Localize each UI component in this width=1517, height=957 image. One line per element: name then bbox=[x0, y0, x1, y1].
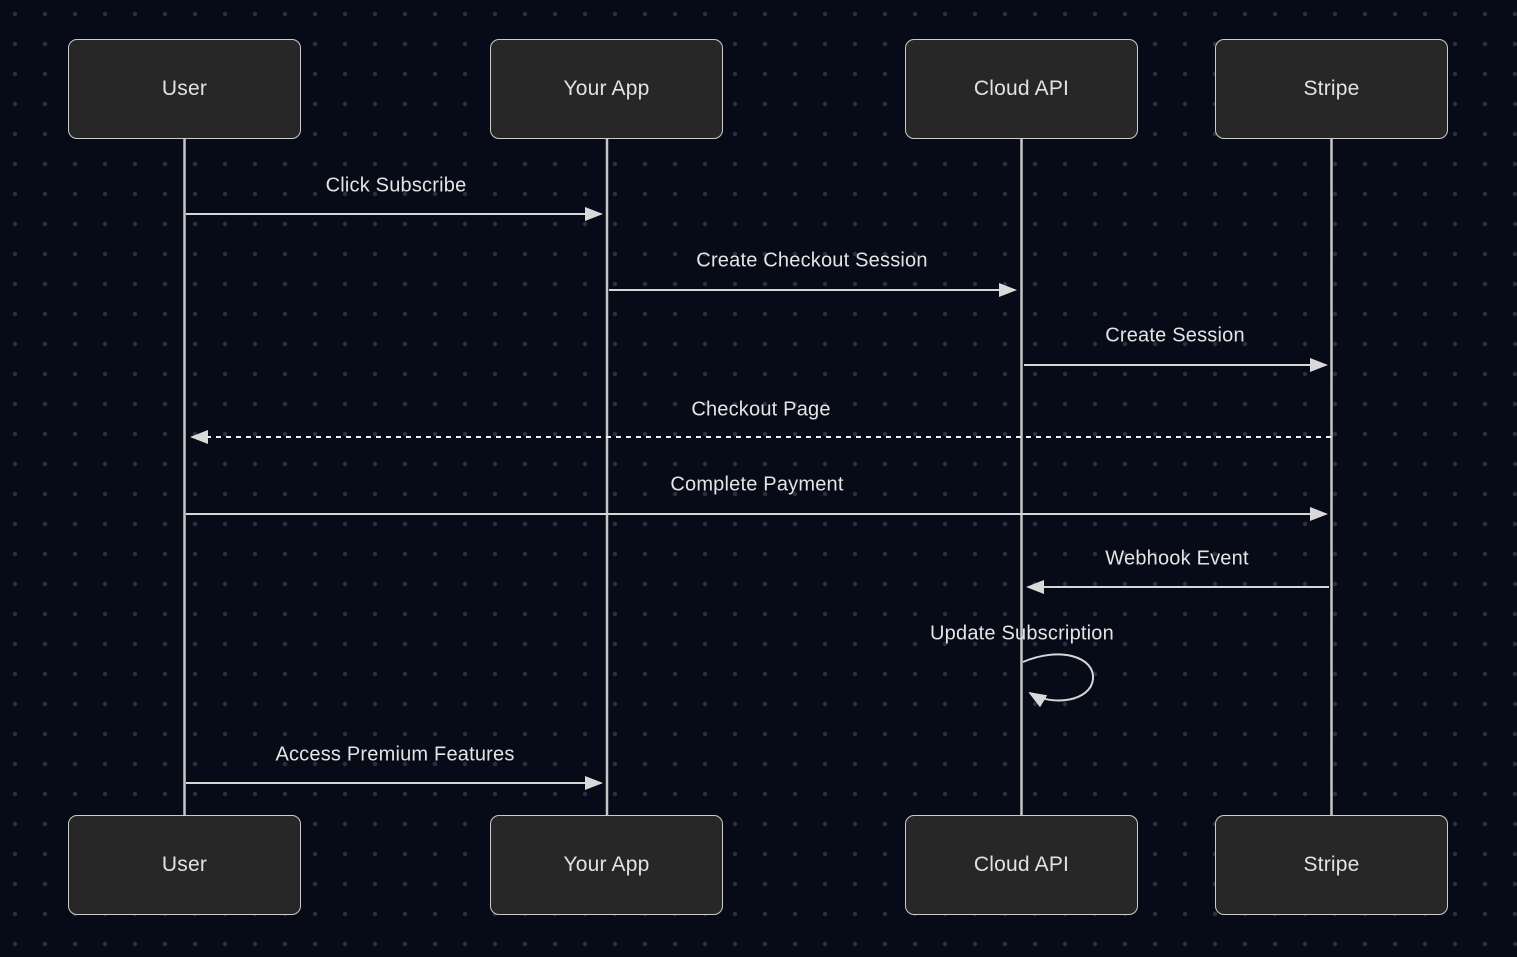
actor-box-user-top[interactable]: User bbox=[68, 39, 301, 139]
message-label-complete-payment[interactable]: Complete Payment bbox=[670, 473, 844, 496]
actor-box-cloud-api-bottom[interactable]: Cloud API bbox=[905, 815, 1138, 915]
message-label-click-subscribe[interactable]: Click Subscribe bbox=[325, 174, 467, 197]
message-label-checkout-page[interactable]: Checkout Page bbox=[691, 398, 831, 421]
actor-box-stripe-top[interactable]: Stripe bbox=[1215, 39, 1448, 139]
message-label-create-checkout-session[interactable]: Create Checkout Session bbox=[696, 249, 928, 272]
message-label-create-session[interactable]: Create Session bbox=[1105, 324, 1245, 347]
actor-box-your-app-bottom[interactable]: Your App bbox=[490, 815, 723, 915]
actor-box-cloud-api-top[interactable]: Cloud API bbox=[905, 39, 1138, 139]
arrow-update-subscription-self-loop bbox=[1022, 653, 1095, 708]
actor-box-user-bottom[interactable]: User bbox=[68, 815, 301, 915]
actor-box-your-app-top[interactable]: Your App bbox=[490, 39, 723, 139]
actor-box-stripe-bottom[interactable]: Stripe bbox=[1215, 815, 1448, 915]
message-label-webhook-event[interactable]: Webhook Event bbox=[1105, 547, 1249, 570]
message-label-update-subscription[interactable]: Update Subscription bbox=[930, 622, 1114, 645]
message-label-access-premium-features[interactable]: Access Premium Features bbox=[275, 743, 515, 766]
